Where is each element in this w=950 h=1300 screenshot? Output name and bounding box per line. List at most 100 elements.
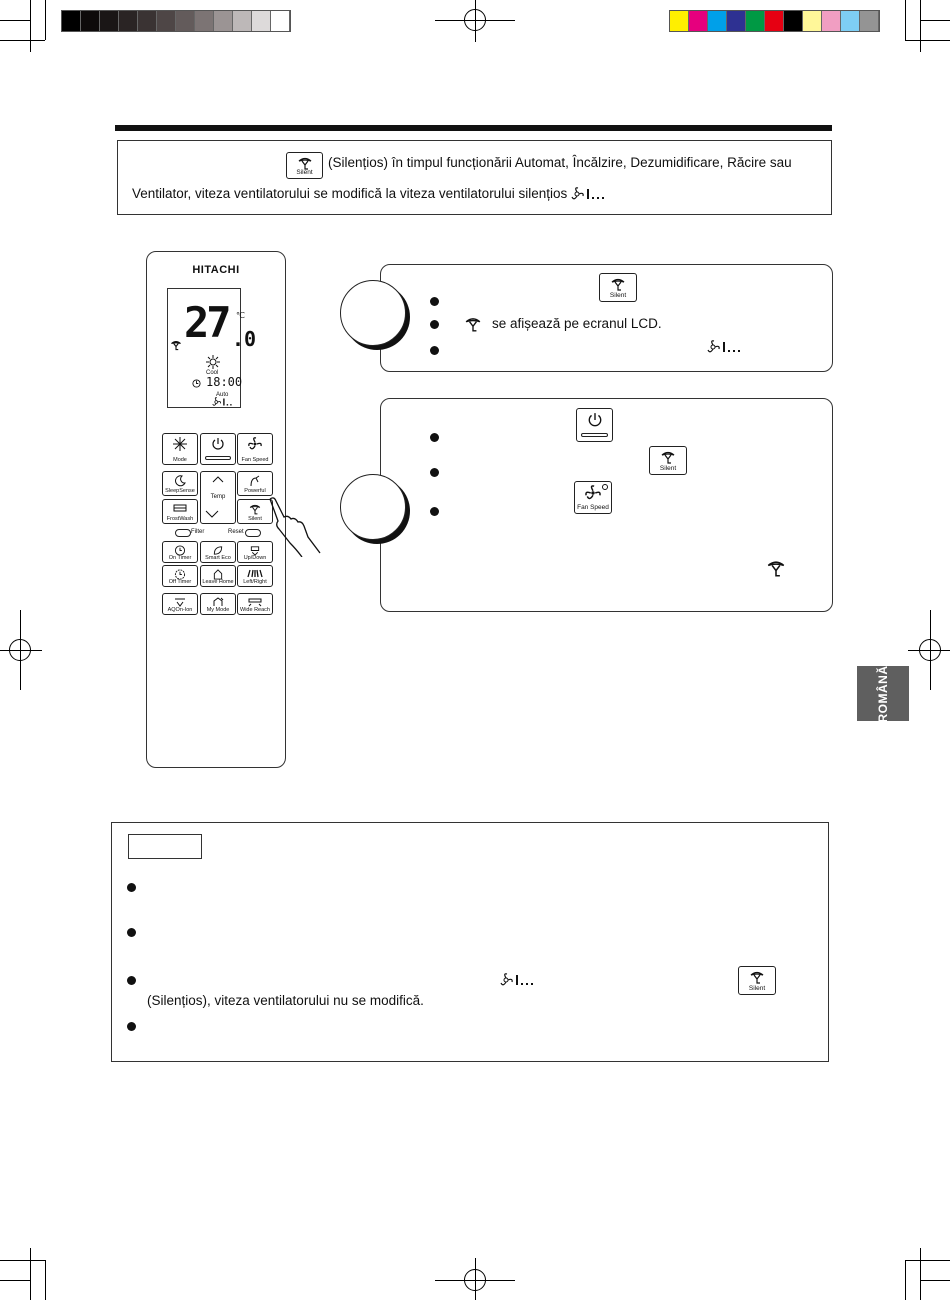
remote-frostwash-button: FrostWash: [162, 499, 198, 524]
remote-reset-label: Reset: [228, 529, 244, 535]
lcd-cool-icon: [206, 355, 220, 369]
gray-swatch: [81, 11, 100, 31]
color-swatch: [727, 11, 746, 31]
step-2-bullet-2: [430, 468, 439, 477]
gray-swatch: [214, 11, 233, 31]
hand-pointer-icon: [269, 497, 321, 557]
remote-smart-eco-label: Smart Eco: [205, 555, 231, 561]
language-side-tab: ROMÂNĂ: [857, 665, 909, 722]
intro-line-2: Ventilator, viteza ventilatorului se mod…: [132, 186, 611, 201]
step-2-silent-button-icon: Silent: [649, 446, 687, 475]
gray-swatch: [62, 11, 81, 31]
remote-silent-label: Silent: [248, 516, 262, 522]
note-box: Silent (Silențios), viteza ventilatorulu…: [111, 822, 829, 1062]
remote-leave-home-label: Leave Home: [202, 579, 234, 585]
remote-smart-eco-button: Smart Eco: [200, 541, 236, 563]
remote-mode-button: Mode: [162, 433, 198, 465]
remote-wide-reach-label: Wide Reach: [240, 607, 270, 613]
remote-fan-speed-label: Fan Speed: [241, 457, 269, 463]
remote-leave-home-button: Leave Home: [200, 565, 236, 587]
note-silent-fan-speed-icon: [500, 973, 533, 986]
note-bullet-3: [127, 976, 136, 985]
silent-button-icon: Silent: [286, 152, 323, 179]
gray-swatch: [176, 11, 195, 31]
lcd-decimal: .0: [232, 327, 257, 351]
lcd-fan-speed-icon: [212, 397, 232, 406]
step-1-bullet-3: [430, 346, 439, 355]
step-2-fan-speed-button-icon: Fan Speed: [574, 481, 612, 514]
color-calibration-strip: [669, 10, 880, 32]
color-swatch: [746, 11, 765, 31]
remote-power-button: [200, 433, 236, 465]
gray-swatch: [100, 11, 119, 31]
remote-up-down-button: Up/Down: [237, 541, 273, 563]
lcd-temperature: 27: [184, 298, 232, 347]
note-line-3b: (Silențios), viteza ventilatorului nu se…: [147, 993, 424, 1008]
remote-off-timer-label: Off Timer: [168, 579, 192, 585]
remote-frostwash-label: FrostWash: [166, 516, 194, 522]
remote-up-down-label: Up/Down: [243, 555, 267, 561]
lcd-silent-icon: [171, 341, 181, 351]
remote-temp-button: Temp: [200, 471, 236, 524]
gray-swatch: [252, 11, 271, 31]
color-swatch: [784, 11, 803, 31]
color-swatch: [689, 11, 708, 31]
lcd-unit: ℃: [236, 311, 245, 320]
step-1-silent-fan-speed-icon: [707, 340, 740, 353]
remote-lcd-screen: 27 ℃ .0 Cool 18:00 Auto: [167, 288, 256, 408]
note-bullet-4: [127, 1022, 136, 1031]
note-bullet-1: [127, 883, 136, 892]
color-swatch: [708, 11, 727, 31]
remote-fan-speed-button: Fan Speed: [237, 433, 273, 465]
step-1-lcd-text: se afișează pe ecranul LCD.: [492, 316, 662, 331]
remote-on-timer-label: On Timer: [168, 555, 192, 561]
gray-swatch: [271, 11, 290, 31]
color-swatch: [860, 11, 879, 31]
remote-aqoin-button: AQOn-Ion: [162, 593, 198, 615]
note-label-box: [128, 834, 202, 859]
color-swatch: [803, 11, 822, 31]
remote-silent-button: Silent: [237, 499, 273, 524]
remote-off-timer-button: Off Timer: [162, 565, 198, 587]
remote-sleepsense-button: SleepSense: [162, 471, 198, 496]
remote-temp-label: Temp: [210, 494, 226, 500]
remote-my-mode-button: My Mode: [200, 593, 236, 615]
step-2-bullet-1: [430, 433, 439, 442]
step-2-fan-speed-caption: Fan Speed: [577, 504, 609, 511]
color-swatch: [841, 11, 860, 31]
step-2-silent-icon: [767, 561, 785, 577]
gray-swatch: [195, 11, 214, 31]
color-swatch: [670, 11, 689, 31]
remote-my-mode-label: My Mode: [206, 607, 230, 613]
step-1-circle: [340, 280, 406, 346]
gray-swatch: [157, 11, 176, 31]
lcd-mode-label: Cool: [206, 370, 219, 376]
lcd-clock-icon: [192, 379, 201, 388]
remote-powerful-label: Powerful: [244, 488, 266, 494]
lcd-time: 18:00: [206, 375, 243, 389]
remote-control-illustration: HITACHI 27 ℃ .0 Cool 18:00 Auto Mode Fan…: [146, 251, 286, 768]
step-2-bullet-3: [430, 507, 439, 516]
remote-powerful-button: Powerful: [237, 471, 273, 496]
gray-swatch: [119, 11, 138, 31]
remote-left-right-button: Left/Right: [237, 565, 273, 587]
gray-swatch: [233, 11, 252, 31]
language-side-tab-label: ROMÂNĂ: [876, 665, 890, 722]
remote-left-right-label: Left/Right: [243, 579, 267, 585]
remote-filter-key: [175, 529, 191, 537]
remote-reset-key: [245, 529, 261, 537]
note-silent-caption: Silent: [748, 985, 766, 992]
remote-mode-label: Mode: [173, 457, 187, 463]
silent-button-caption: Silent: [296, 169, 313, 176]
silent-fan-speed-icon: [571, 187, 604, 200]
step-1-silent-icon: [465, 318, 481, 332]
step-2-silent-caption: Silent: [659, 465, 677, 472]
note-silent-button-icon: Silent: [738, 966, 776, 995]
color-swatch: [822, 11, 841, 31]
gray-swatch: [138, 11, 157, 31]
intro-line-1: (Silențios) în timpul funcționării Autom…: [328, 155, 792, 170]
step-1-bullet-1: [430, 297, 439, 306]
remote-wide-reach-button: Wide Reach: [237, 593, 273, 615]
remote-filter-label: Filter: [191, 529, 205, 535]
remote-on-timer-button: On Timer: [162, 541, 198, 563]
